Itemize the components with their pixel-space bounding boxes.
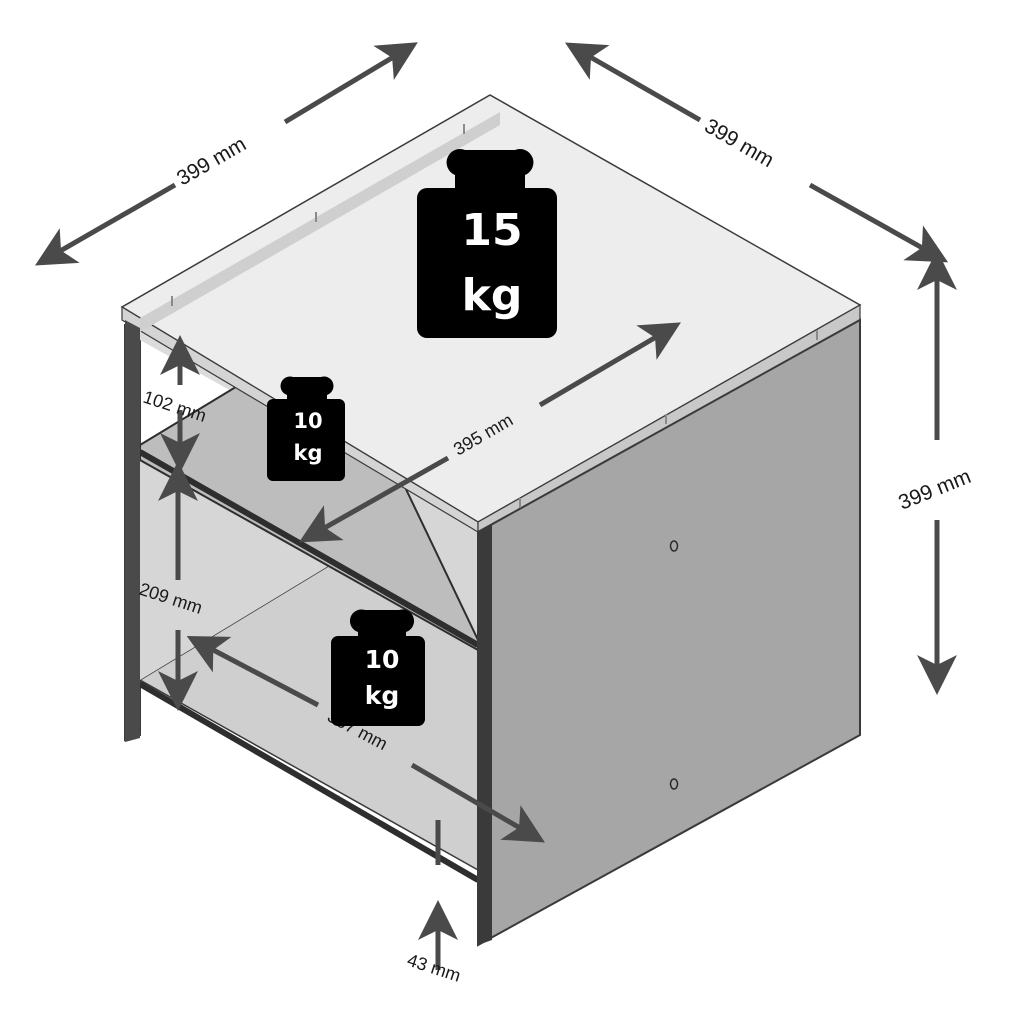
weight-lower-number: 10 [365,645,400,674]
screw-hole-lower [669,778,679,790]
screw-hole-upper [669,540,679,552]
label-width-top: 399 mm [173,132,250,190]
weight-top-unit: kg [462,270,523,321]
label-upper-gap: 102 mm [141,387,209,426]
right-panel-front-edge [478,524,492,945]
weight-upper-number: 10 [293,409,322,433]
lower-shelf-front-edge [138,681,480,883]
left-front-post [125,320,140,742]
label-foot-height: 43 mm [405,950,464,986]
back-panel-inner [140,112,500,332]
weight-badge-top: 15 kg [417,149,557,338]
weight-lower-unit: kg [365,681,400,710]
dowel-pins [171,124,818,508]
weight-upper-unit: kg [294,441,323,465]
weight-badge-lower-shelf: 10 kg [331,609,425,726]
label-height: 399 mm [895,465,974,515]
weight-top-number: 15 [461,205,522,256]
label-depth-top: 399 mm [701,114,778,172]
dimension-arrows [34,42,957,970]
weight-badge-upper-shelf: 10 kg [267,376,345,481]
